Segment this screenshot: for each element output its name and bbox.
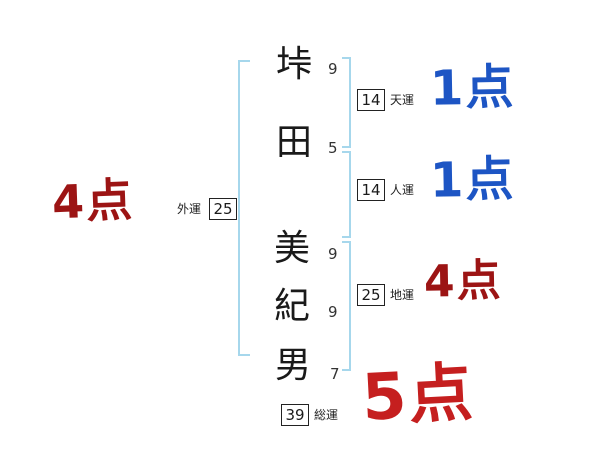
outer-luck-label: 外運: [177, 202, 202, 216]
person-luck-bracket: [342, 151, 351, 238]
heaven-luck-label: 天運: [390, 93, 415, 107]
earth-luck-score: 4点: [423, 255, 504, 308]
heaven-luck-value: 14: [357, 89, 385, 111]
name-char: 田: [276, 122, 313, 163]
stroke-count: 9: [328, 303, 338, 321]
earth-luck-bracket: [342, 241, 351, 371]
stroke-count: 7: [330, 365, 340, 383]
outer-luck-score: 4点: [51, 172, 135, 230]
earth-luck-value: 25: [357, 284, 385, 306]
name-char: 紀: [274, 286, 311, 327]
name-char: 美: [274, 228, 311, 269]
earth-luck-label: 地運: [390, 288, 415, 302]
heaven-luck-score: 1点: [429, 59, 516, 117]
outer-luck-value: 25: [209, 198, 237, 220]
total-luck-score: 5点: [360, 356, 477, 436]
name-char: 男: [275, 345, 312, 386]
stroke-count: 5: [328, 139, 338, 157]
person-luck-score: 1点: [429, 151, 516, 209]
stroke-count: 9: [328, 245, 338, 263]
person-luck-value: 14: [357, 179, 385, 201]
person-luck-label: 人運: [390, 183, 415, 197]
total-luck-value: 39: [281, 404, 309, 426]
total-luck-label: 総運: [314, 408, 339, 422]
name-char: 垰: [276, 44, 313, 85]
stroke-count: 9: [328, 60, 338, 78]
outer-luck-bracket: [238, 60, 250, 356]
heaven-luck-bracket: [342, 57, 351, 148]
